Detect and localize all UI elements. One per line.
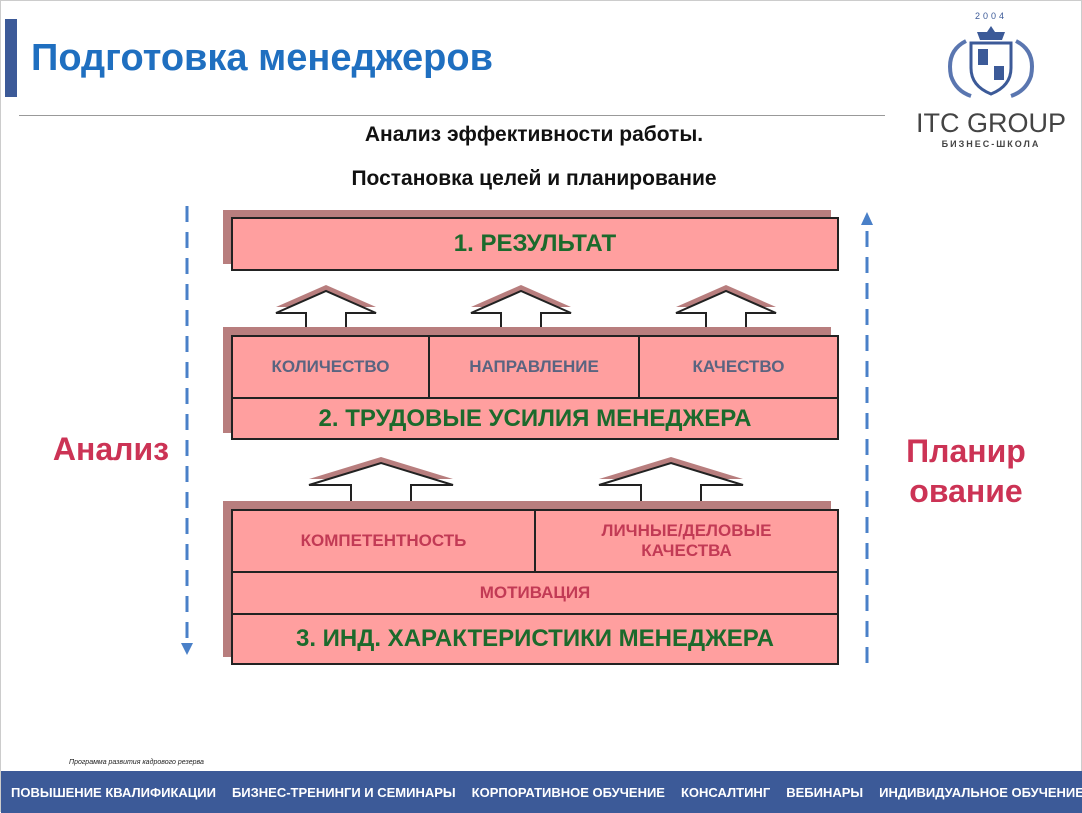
footer-link[interactable]: КОРПОРАТИВНОЕ ОБУЧЕНИЕ <box>471 784 665 800</box>
up-block-arrow <box>308 461 454 512</box>
up-block-arrow <box>275 289 377 338</box>
crest-icon <box>948 26 1034 98</box>
divider <box>19 115 885 116</box>
characteristics-box: 3. ИНД. ХАРАКТЕРИСТИКИ МЕНЕДЖЕРА <box>231 613 839 665</box>
result-box: 1. РЕЗУЛЬТАТ <box>231 217 839 271</box>
footer-nav: ПОВЫШЕНИЕ КВАЛИФИКАЦИИ БИЗНЕС-ТРЕНИНГИ И… <box>1 771 1082 813</box>
cell-competence: КОМПЕТЕНТНОСТЬ <box>231 509 536 573</box>
planning-label: Планир ование <box>906 433 1026 509</box>
arrow-up-icon <box>861 212 873 225</box>
up-block-arrow <box>675 289 777 338</box>
diagram-graphics <box>181 206 873 663</box>
cell-quality: КАЧЕСТВО <box>638 335 839 399</box>
footnote: Программа развития кадрового резерва <box>69 759 204 766</box>
motivation-box: МОТИВАЦИЯ <box>231 571 839 615</box>
up-block-arrow <box>470 289 572 338</box>
up-block-arrow <box>598 461 744 512</box>
footer-link[interactable]: КОНСАЛТИНГ <box>680 784 771 800</box>
logo-name: ITC GROUP <box>915 108 1066 138</box>
accent-bar <box>5 19 17 97</box>
logo-year: 2004 <box>974 11 1008 21</box>
subtitle-planning: Постановка целей и планирование <box>351 167 717 190</box>
arrow-down-icon <box>181 643 193 655</box>
cell-personal-qualities: ЛИЧНЫЕ/ДЕЛОВЫЕ КАЧЕСТВА <box>534 509 839 573</box>
footer-link[interactable]: ПОВЫШЕНИЕ КВАЛИФИКАЦИИ <box>11 784 216 800</box>
subtitle-analysis: Анализ эффективности работы. <box>364 123 704 146</box>
footer-link[interactable]: ВЕБИНАРЫ <box>786 784 864 800</box>
page-title: Подготовка менеджеров <box>31 37 493 79</box>
effort-box: 2. ТРУДОВЫЕ УСИЛИЯ МЕНЕДЖЕРА <box>231 397 839 440</box>
footer-link[interactable]: БИЗНЕС-ТРЕНИНГИ И СЕМИНАРЫ <box>231 784 456 800</box>
cell-quantity: КОЛИЧЕСТВО <box>231 335 430 399</box>
logo: 2004 ITC GROUP БИЗНЕС-ШКОЛА <box>906 11 1076 149</box>
footer-link[interactable]: ИНДИВИДУАЛЬНОЕ ОБУЧЕНИЕ <box>879 784 1082 800</box>
cell-direction: НАПРАВЛЕНИЕ <box>428 335 640 399</box>
analysis-label: Анализ <box>52 431 170 467</box>
logo-tagline: БИЗНЕС-ШКОЛА <box>941 139 1041 149</box>
